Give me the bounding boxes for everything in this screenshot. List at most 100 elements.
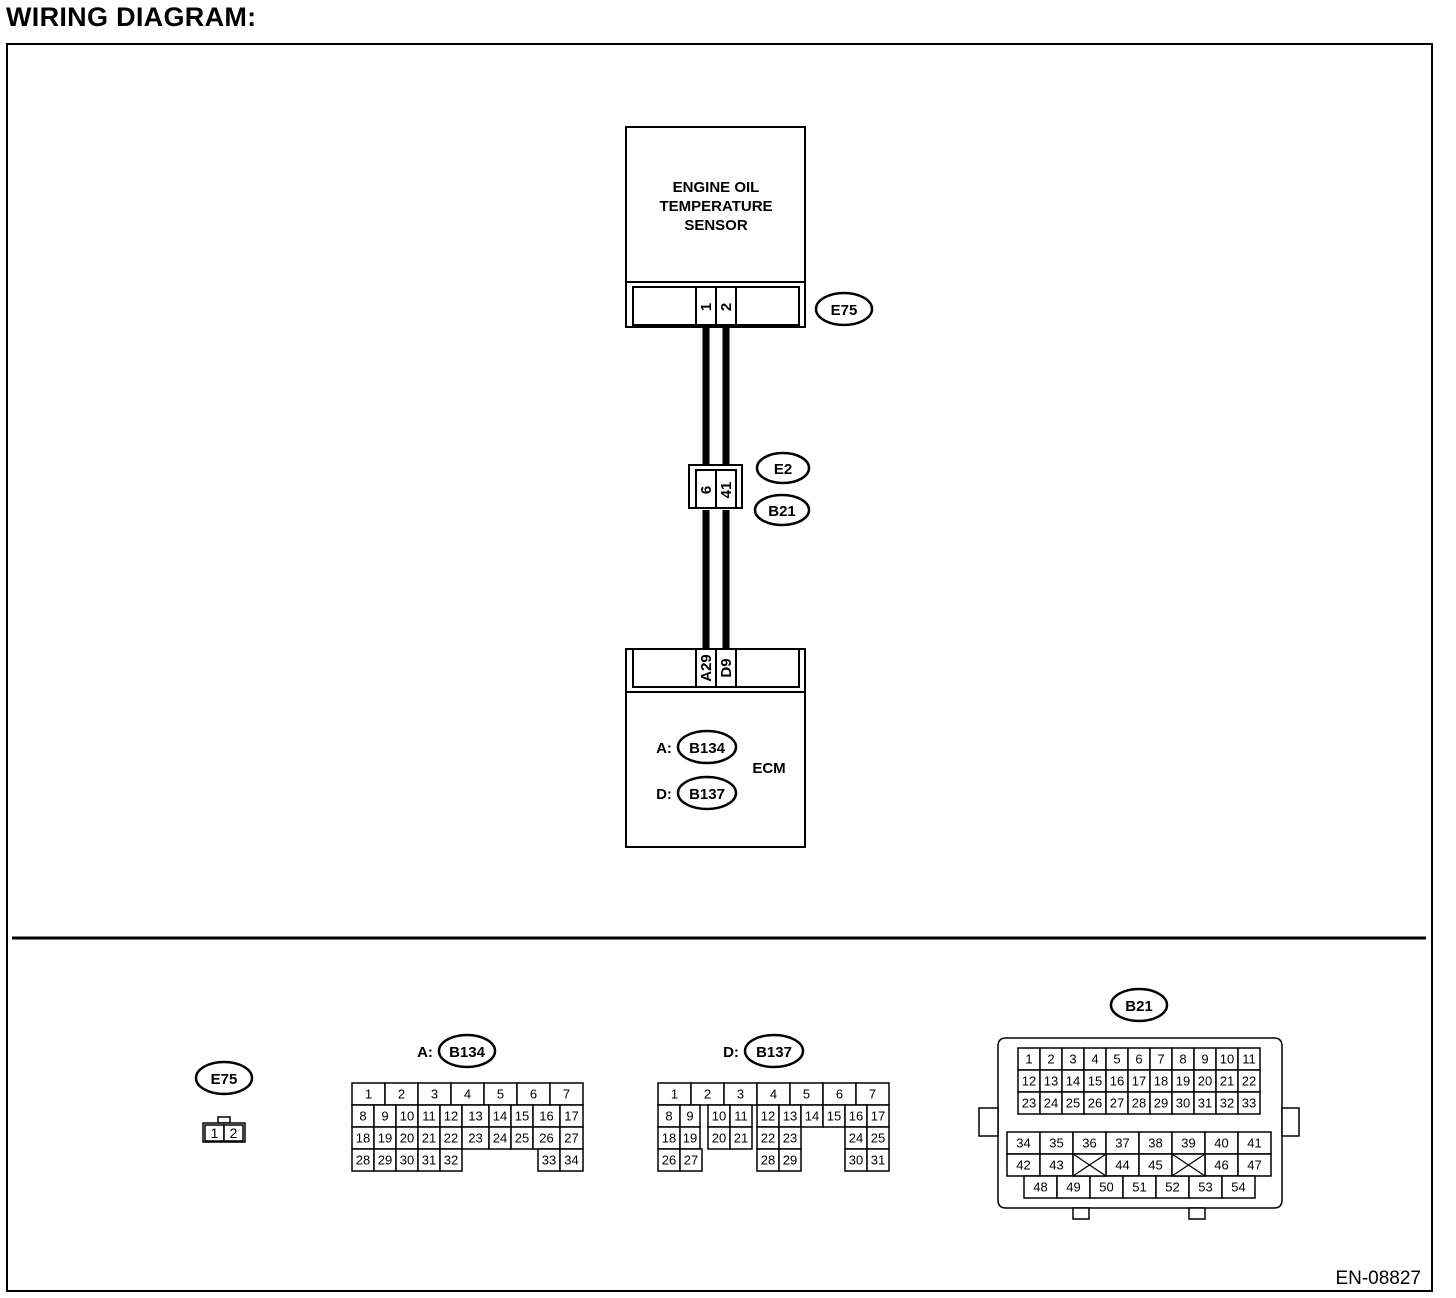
connector-id-e2: E2 (774, 461, 792, 478)
connector-view-b137-cavity: 8 (657, 1104, 681, 1128)
connector-view-b21-cavity: 27 (1105, 1091, 1129, 1115)
connector-view-b21-cavity: 4 (1083, 1047, 1107, 1071)
connector-view-b21-pin-number: 14 (1066, 1074, 1080, 1089)
connector-view-b134-cavity: 20 (395, 1126, 419, 1150)
connector-view-b137-cavity: 1 (657, 1082, 692, 1106)
connector-view-b137-cavity: 15 (822, 1104, 846, 1128)
connector-view-b21-cavity: 53 (1188, 1175, 1223, 1199)
connector-view-b21-pin-number: 44 (1115, 1158, 1129, 1173)
connector-view-b21-pin-number: 31 (1198, 1096, 1212, 1111)
connector-view-b21-pin-number: 46 (1214, 1158, 1228, 1173)
connector-view-b134-id: B134 (449, 1044, 486, 1061)
connector-view-b134-pin-number: 15 (515, 1109, 529, 1124)
connector-view-b21-cavity: 49 (1056, 1175, 1091, 1199)
sensor-label-line-1: ENGINE OIL (673, 179, 760, 196)
connector-view-b137-cavity: 24 (844, 1126, 868, 1150)
connector-view-b134-pin-number: 7 (563, 1087, 570, 1102)
connector-view-b137-cavity: 30 (844, 1148, 868, 1172)
connector-view-b137-cavity: 27 (679, 1148, 703, 1172)
connector-view-b134-pin-number: 16 (539, 1109, 553, 1124)
connector-view-b137-cavity: 11 (729, 1104, 753, 1128)
connector-view-b21-cavity: 37 (1105, 1131, 1140, 1155)
connector-badge-e2: E2 (755, 451, 811, 485)
connector-view-b21-pin-number: 1 (1025, 1052, 1032, 1067)
ecm-connector-d-prefix: D: (656, 786, 672, 803)
connector-view-b21-cavity-box (1221, 1175, 1256, 1199)
connector-view-b134-cavity: 31 (417, 1148, 441, 1172)
connector-view-b21-pin-number: 5 (1113, 1052, 1120, 1067)
joint-pin-41: 41 (718, 482, 735, 499)
connector-view-b21-pin-number: 20 (1198, 1074, 1212, 1089)
sensor-label-line-3: SENSOR (684, 217, 748, 234)
harness-wires (702, 327, 730, 649)
connector-view-b21-pin-number: 25 (1066, 1096, 1080, 1111)
connector-view-b137-cavity: 26 (657, 1148, 681, 1172)
connector-view-b134-pin-number: 21 (422, 1131, 436, 1146)
connector-view-b137-cavity-box (866, 1148, 890, 1172)
connector-view-b21-cavity: 16 (1105, 1069, 1129, 1093)
connector-view-b134-cavity: 25 (510, 1126, 534, 1150)
connector-view-b137-pin-number: 27 (684, 1153, 698, 1168)
connector-view-b134-pin-number: 25 (515, 1131, 529, 1146)
connector-view-b137-cavity: 4 (756, 1082, 791, 1106)
connector-view-b134-cavity: 27 (559, 1126, 584, 1150)
connector-view-b21-pin-number: 2 (1047, 1052, 1054, 1067)
sensor-pin-1: 1 (698, 303, 715, 311)
connector-view-b21-cavity: 34 (1006, 1131, 1041, 1155)
connector-view-b137-pin-number: 3 (737, 1087, 744, 1102)
connector-view-b137-pin-number: 24 (849, 1131, 863, 1146)
connector-view-b21-pin-number: 4 (1091, 1052, 1098, 1067)
connector-view-b21-pin-number: 43 (1049, 1158, 1063, 1173)
connector-view-b21-pin-number: 26 (1088, 1096, 1102, 1111)
connector-view-b21-cavity: 51 (1122, 1175, 1157, 1199)
connector-view-b134-pin-number: 9 (381, 1109, 388, 1124)
connector-view-b21-pin-number: 39 (1181, 1136, 1195, 1151)
connector-view-b21-left-tab (978, 1107, 999, 1137)
connector-view-b134-cavity: 13 (461, 1104, 490, 1128)
connector-view-b137-pin-number: 13 (783, 1109, 797, 1124)
connector-view-b21-pin-number: 21 (1220, 1074, 1234, 1089)
connector-view-b21-pin-number: 47 (1247, 1158, 1261, 1173)
connector-view-b21-cavity: 13 (1039, 1069, 1063, 1093)
connector-view-b137-pin-number: 22 (761, 1131, 775, 1146)
connector-view-b21-pin-number: 24 (1044, 1096, 1058, 1111)
connector-view-b134-cavity: 22 (439, 1126, 463, 1150)
connector-view-b134-pin-number: 17 (564, 1109, 578, 1124)
ecm-connector-a-badge (676, 729, 738, 765)
connector-view-b134-pin-number: 6 (530, 1087, 537, 1102)
connector-view-b137-cavity: 10 (707, 1104, 731, 1128)
connector-view-e75-badge (194, 1060, 254, 1096)
connector-view-b21-cavity: 10 (1215, 1047, 1239, 1071)
diagram-title: WIRING DIAGRAM: (6, 2, 257, 32)
connector-view-b21-cavity: 29 (1149, 1091, 1173, 1115)
connector-view-b134-cavity: 18 (351, 1126, 375, 1150)
connector-view-b137-cavity: 16 (844, 1104, 868, 1128)
connector-view-b21-pin-number: 34 (1016, 1136, 1030, 1151)
connector-view-b21-pin-number: 13 (1044, 1074, 1058, 1089)
connector-view-b134-cavity: 11 (417, 1104, 441, 1128)
connector-id-e75: E75 (831, 302, 858, 319)
connector-view-b134-cavity: 34 (559, 1148, 584, 1172)
connector-view-b134-cavity-box (559, 1148, 584, 1172)
connector-view-b137-pin-number: 16 (849, 1109, 863, 1124)
connector-view-b134-pin-number: 2 (398, 1087, 405, 1102)
connector-view-b21-id: B21 (1125, 998, 1153, 1015)
diagram-frame (6, 43, 1433, 1292)
connector-view-b137-cavity-box (778, 1148, 802, 1172)
connector-view-b21-cavity: 25 (1061, 1091, 1085, 1115)
connector-view-b21-cavity: 21 (1215, 1069, 1239, 1093)
connector-view-b21-cavity: 24 (1039, 1091, 1063, 1115)
ecm-connector-d-badge (676, 775, 738, 811)
connector-view-e75-cavity: 1 (204, 1124, 225, 1142)
connector-view-b137-pin-number: 14 (805, 1109, 819, 1124)
connector-view-b137-pin-number: 18 (662, 1131, 676, 1146)
connector-view-b21-cavity: 46 (1204, 1153, 1239, 1177)
connector-view-b137-pin-number: 7 (869, 1087, 876, 1102)
connector-view-b134-pin-number: 12 (444, 1109, 458, 1124)
connector-view-b21-cavity: 7 (1149, 1047, 1173, 1071)
connector-view-b21-pin-number: 8 (1179, 1052, 1186, 1067)
sensor-pin-2-cell (715, 286, 737, 326)
